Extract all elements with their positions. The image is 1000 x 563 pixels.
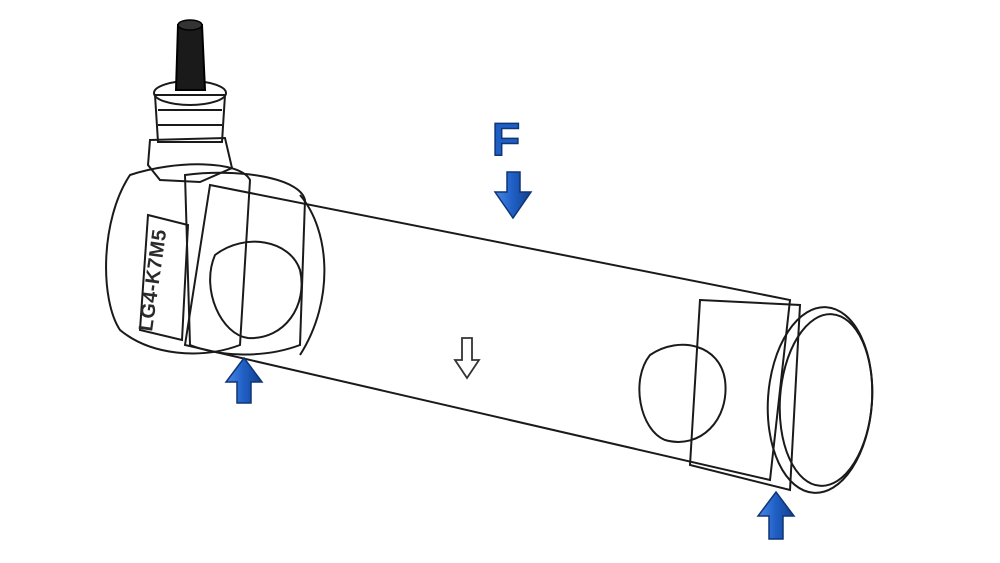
direction-mark — [453, 337, 481, 380]
right-support-pad — [638, 343, 727, 443]
left-support-arrow — [224, 356, 264, 404]
cable — [174, 19, 207, 91]
force-label: F — [492, 113, 520, 165]
model-label: LG4-K7M5 — [135, 228, 171, 333]
load-cell-body — [183, 183, 874, 494]
force-indicator: F — [491, 112, 533, 220]
right-support-arrow — [756, 490, 796, 540]
arrow-down-outline-icon — [453, 337, 481, 380]
arrow-up-icon — [756, 490, 796, 540]
arrow-up-icon — [224, 356, 264, 404]
end-cap — [778, 313, 874, 487]
arrow-down-icon — [493, 171, 533, 220]
load-cell-head: LG4-K7M5 — [105, 163, 307, 356]
left-support-pad — [209, 240, 303, 340]
right-collar — [688, 298, 802, 492]
label-plate — [138, 213, 190, 342]
